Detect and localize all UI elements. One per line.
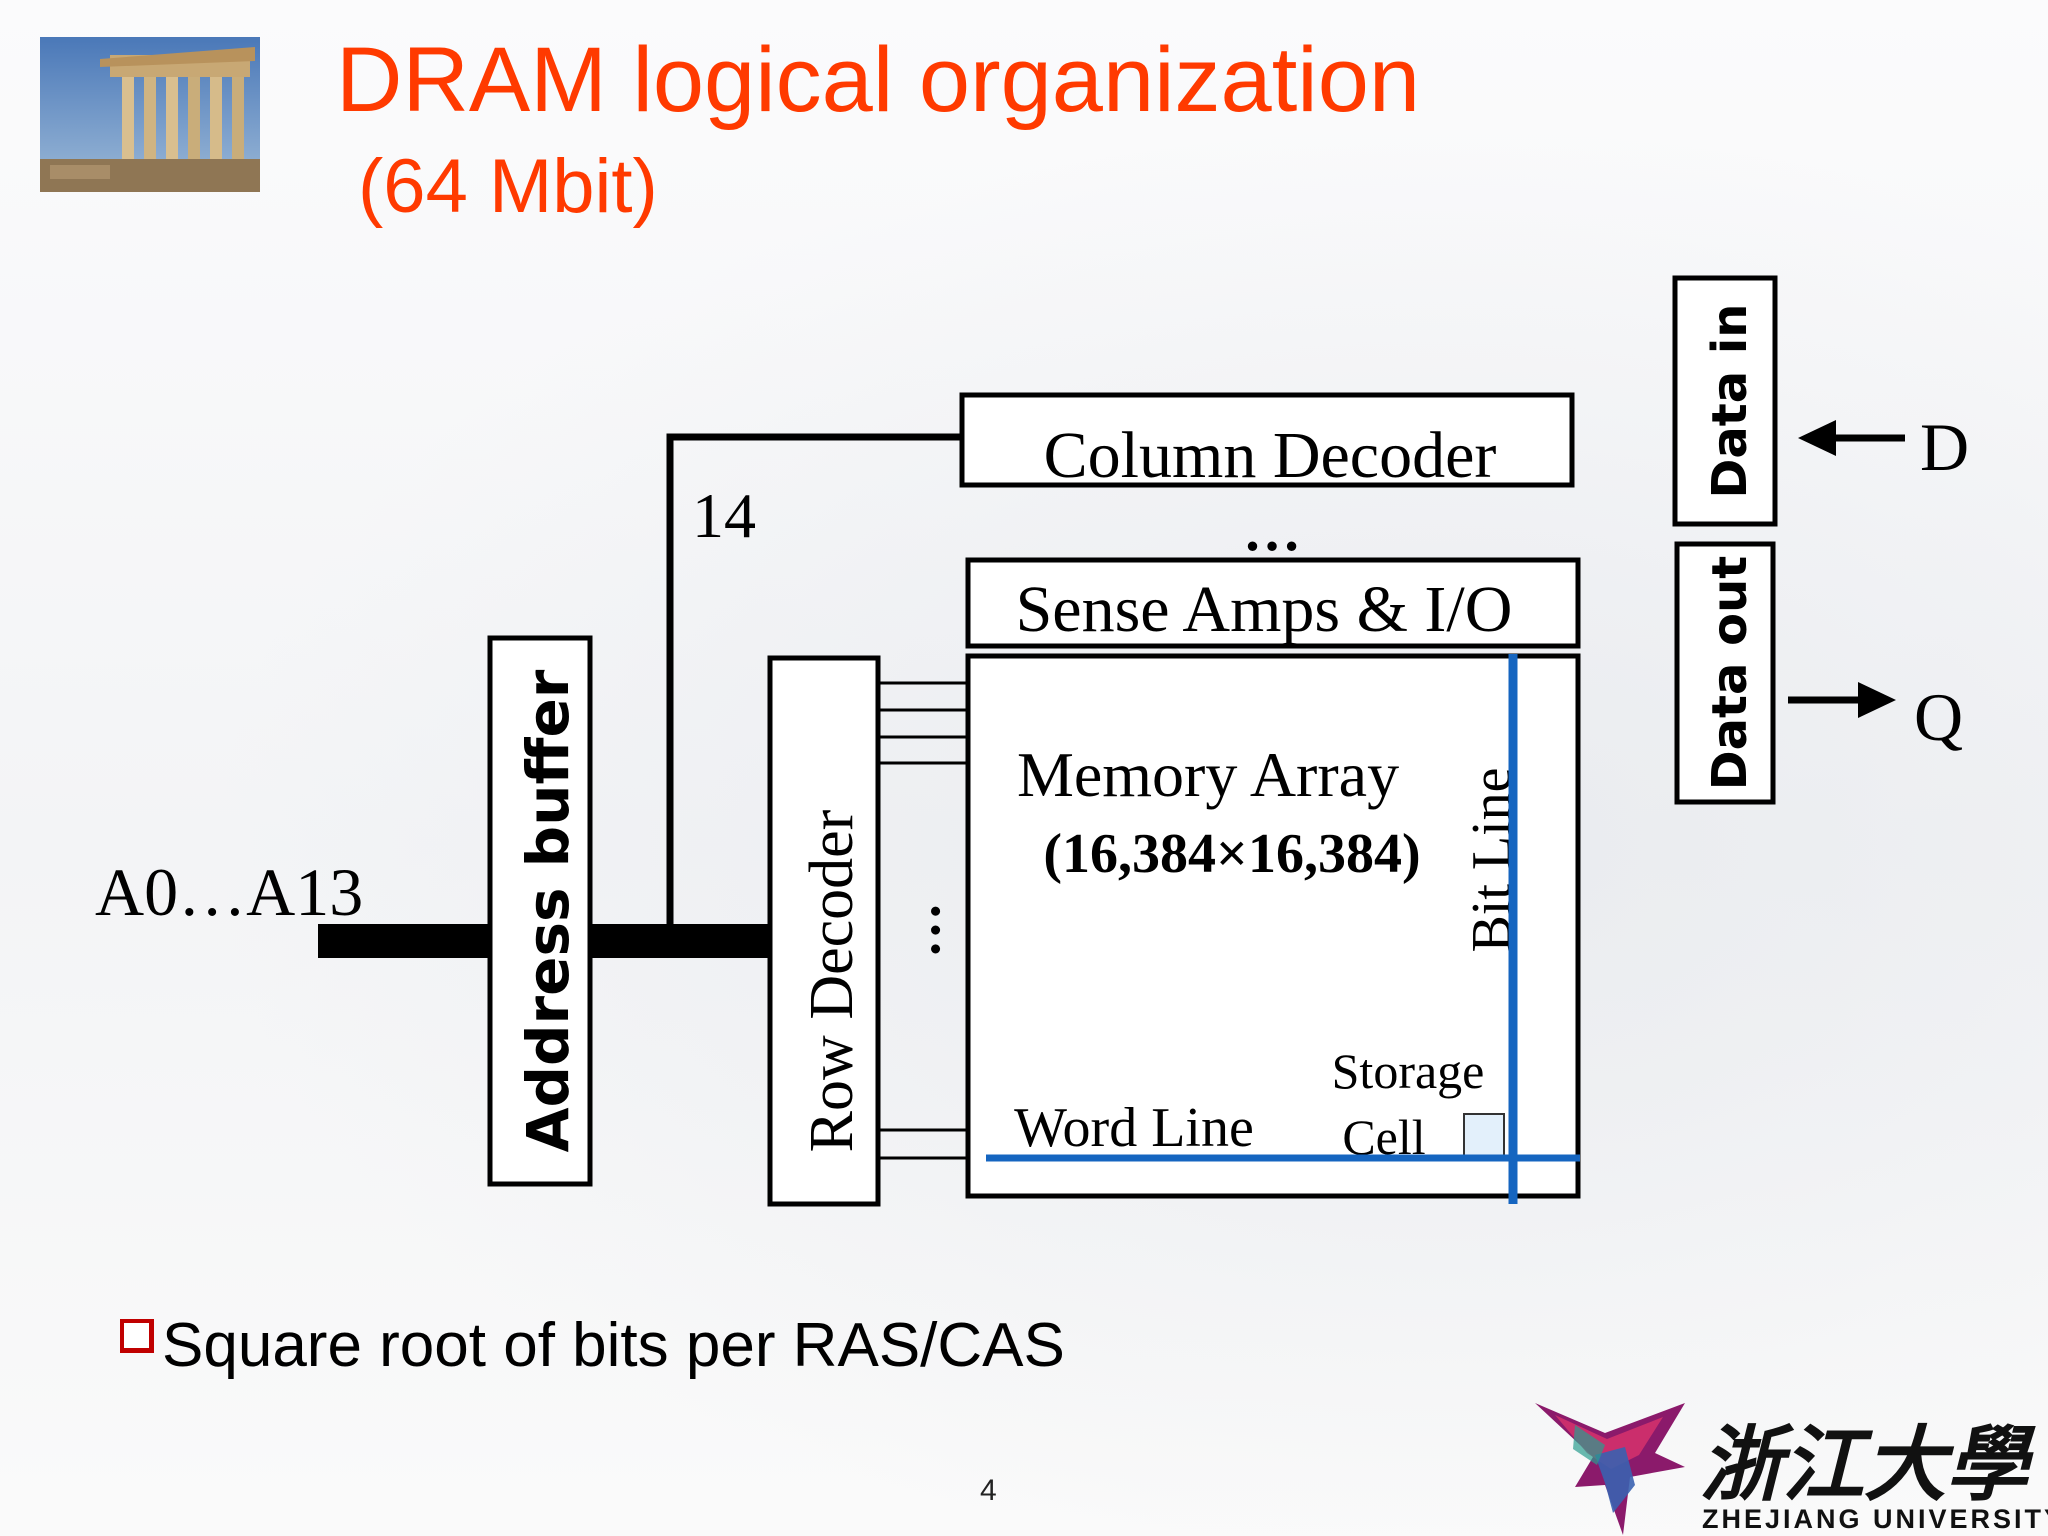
row-decoder-box xyxy=(767,655,881,1207)
page-number: 4 xyxy=(980,1474,997,1507)
data-in-label: Data in xyxy=(1702,304,1758,499)
bus-width-label: 14 xyxy=(692,480,756,551)
column-decoder-box xyxy=(959,392,1575,488)
buffer-to-decoder-bus xyxy=(590,924,770,958)
column-decoder-label: Column Decoder xyxy=(1044,419,1497,492)
address-label: A0…A13 xyxy=(95,854,363,930)
zju-logo-emblem-icon xyxy=(1535,1403,1685,1535)
data-out-label: Data out xyxy=(1702,556,1758,790)
bullet-checkbox-icon xyxy=(120,1319,154,1353)
memory-array-label: Memory Array xyxy=(1017,739,1399,810)
row-decoder-outputs xyxy=(878,681,968,1160)
sense-amps-label: Sense Amps & I/O xyxy=(1016,573,1513,646)
column-address-line xyxy=(666,433,962,924)
column-ellipsis: … xyxy=(1243,498,1301,563)
memory-array-size: (16,384×16,384) xyxy=(1043,823,1420,885)
data-in-box xyxy=(1672,275,1778,527)
d-label: D xyxy=(1920,409,1969,485)
address-buffer-label: Address buffer xyxy=(514,669,582,1152)
q-label: Q xyxy=(1914,679,1963,755)
zju-name-en: ZHEJIANG UNIVERSITY xyxy=(1702,1504,2048,1534)
address-buffer-box xyxy=(487,635,593,1187)
slide-title: DRAM logical organization xyxy=(336,29,1421,131)
word-line-label: Word Line xyxy=(1014,1097,1254,1159)
row-decoder-label: Row Decoder xyxy=(798,809,866,1152)
sense-amps-box xyxy=(965,557,1581,649)
bullet-text: Square root of bits per RAS/CAS xyxy=(162,1310,1065,1380)
d-arrowhead xyxy=(1798,420,1836,456)
zju-name-cn: 浙江大學 xyxy=(1700,1417,2028,1513)
slide-subtitle: (64 Mbit) xyxy=(358,144,658,229)
address-input-bus xyxy=(318,924,490,958)
storage-label: Storage xyxy=(1332,1043,1485,1099)
bullet-item: Square root of bits per RAS/CAS xyxy=(120,1300,1065,1390)
storage-cell-square xyxy=(1463,1113,1505,1157)
temple-photo xyxy=(40,37,260,192)
memory-array-box xyxy=(965,653,1581,1199)
q-arrowhead xyxy=(1858,682,1896,718)
data-out-box xyxy=(1674,541,1776,805)
